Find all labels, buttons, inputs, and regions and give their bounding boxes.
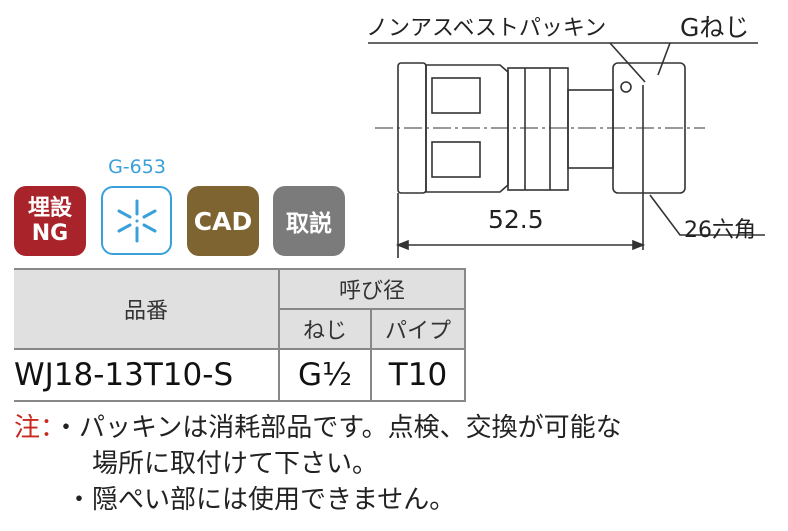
thread-label: Gねじ xyxy=(680,13,750,42)
note-1-line-2: 場所に取付けて下さい。 xyxy=(92,449,379,479)
length-dimension: 52.5 xyxy=(488,205,544,234)
header-pipe: パイプ xyxy=(370,308,466,350)
header-thread: ねじ xyxy=(278,308,372,350)
snowflake-icon xyxy=(101,186,172,255)
pipe-size: T10 xyxy=(370,348,466,402)
notes-prefix: 注： xyxy=(14,413,54,443)
burial-ng-icon: 埋設 NG xyxy=(14,186,86,256)
part-number: WJ18-13T10-S xyxy=(14,348,280,402)
manual-button[interactable]: 取説 xyxy=(273,186,345,256)
hex-leader xyxy=(649,194,765,236)
bullet: ・ xyxy=(66,485,93,515)
header-part-no: 品番 xyxy=(14,268,280,350)
table-row: WJ18-13T10-S G½ T10 xyxy=(14,348,466,402)
packing-label: ノンアスベストパッキン xyxy=(366,16,607,41)
cad-button[interactable]: CAD xyxy=(187,186,259,256)
bullet: ・ xyxy=(53,413,80,443)
pipe-neck xyxy=(567,89,614,169)
g653-label: G-653 xyxy=(108,156,166,178)
fitting-drawing xyxy=(368,42,765,258)
burial-ng-line2: NG xyxy=(31,221,69,246)
nut-flat-top xyxy=(431,77,481,114)
thread-size: G½ xyxy=(278,348,372,402)
note-2: 隠ぺい部には使用できません。 xyxy=(92,485,456,515)
spec-table: 品番 呼び径 ねじ パイプ WJ18-13T10-S G½ T10 xyxy=(14,268,466,402)
notes: 注：・パッキンは消耗部品です。点検、交換が可能な 場所に取付けて下さい。 ・隠ぺ… xyxy=(14,410,622,518)
socket-body xyxy=(507,67,569,191)
header-nominal-size: 呼び径 xyxy=(278,268,466,310)
nut-flat-bottom xyxy=(431,141,481,178)
hex-size-label: 26六角 xyxy=(684,218,756,243)
note-1-line-1: パッキンは消耗部品です。点検、交換が可能な xyxy=(79,413,622,443)
burial-ng-line1: 埋設 xyxy=(27,196,72,221)
packing-ring xyxy=(620,81,632,93)
thread-leader xyxy=(657,42,671,76)
